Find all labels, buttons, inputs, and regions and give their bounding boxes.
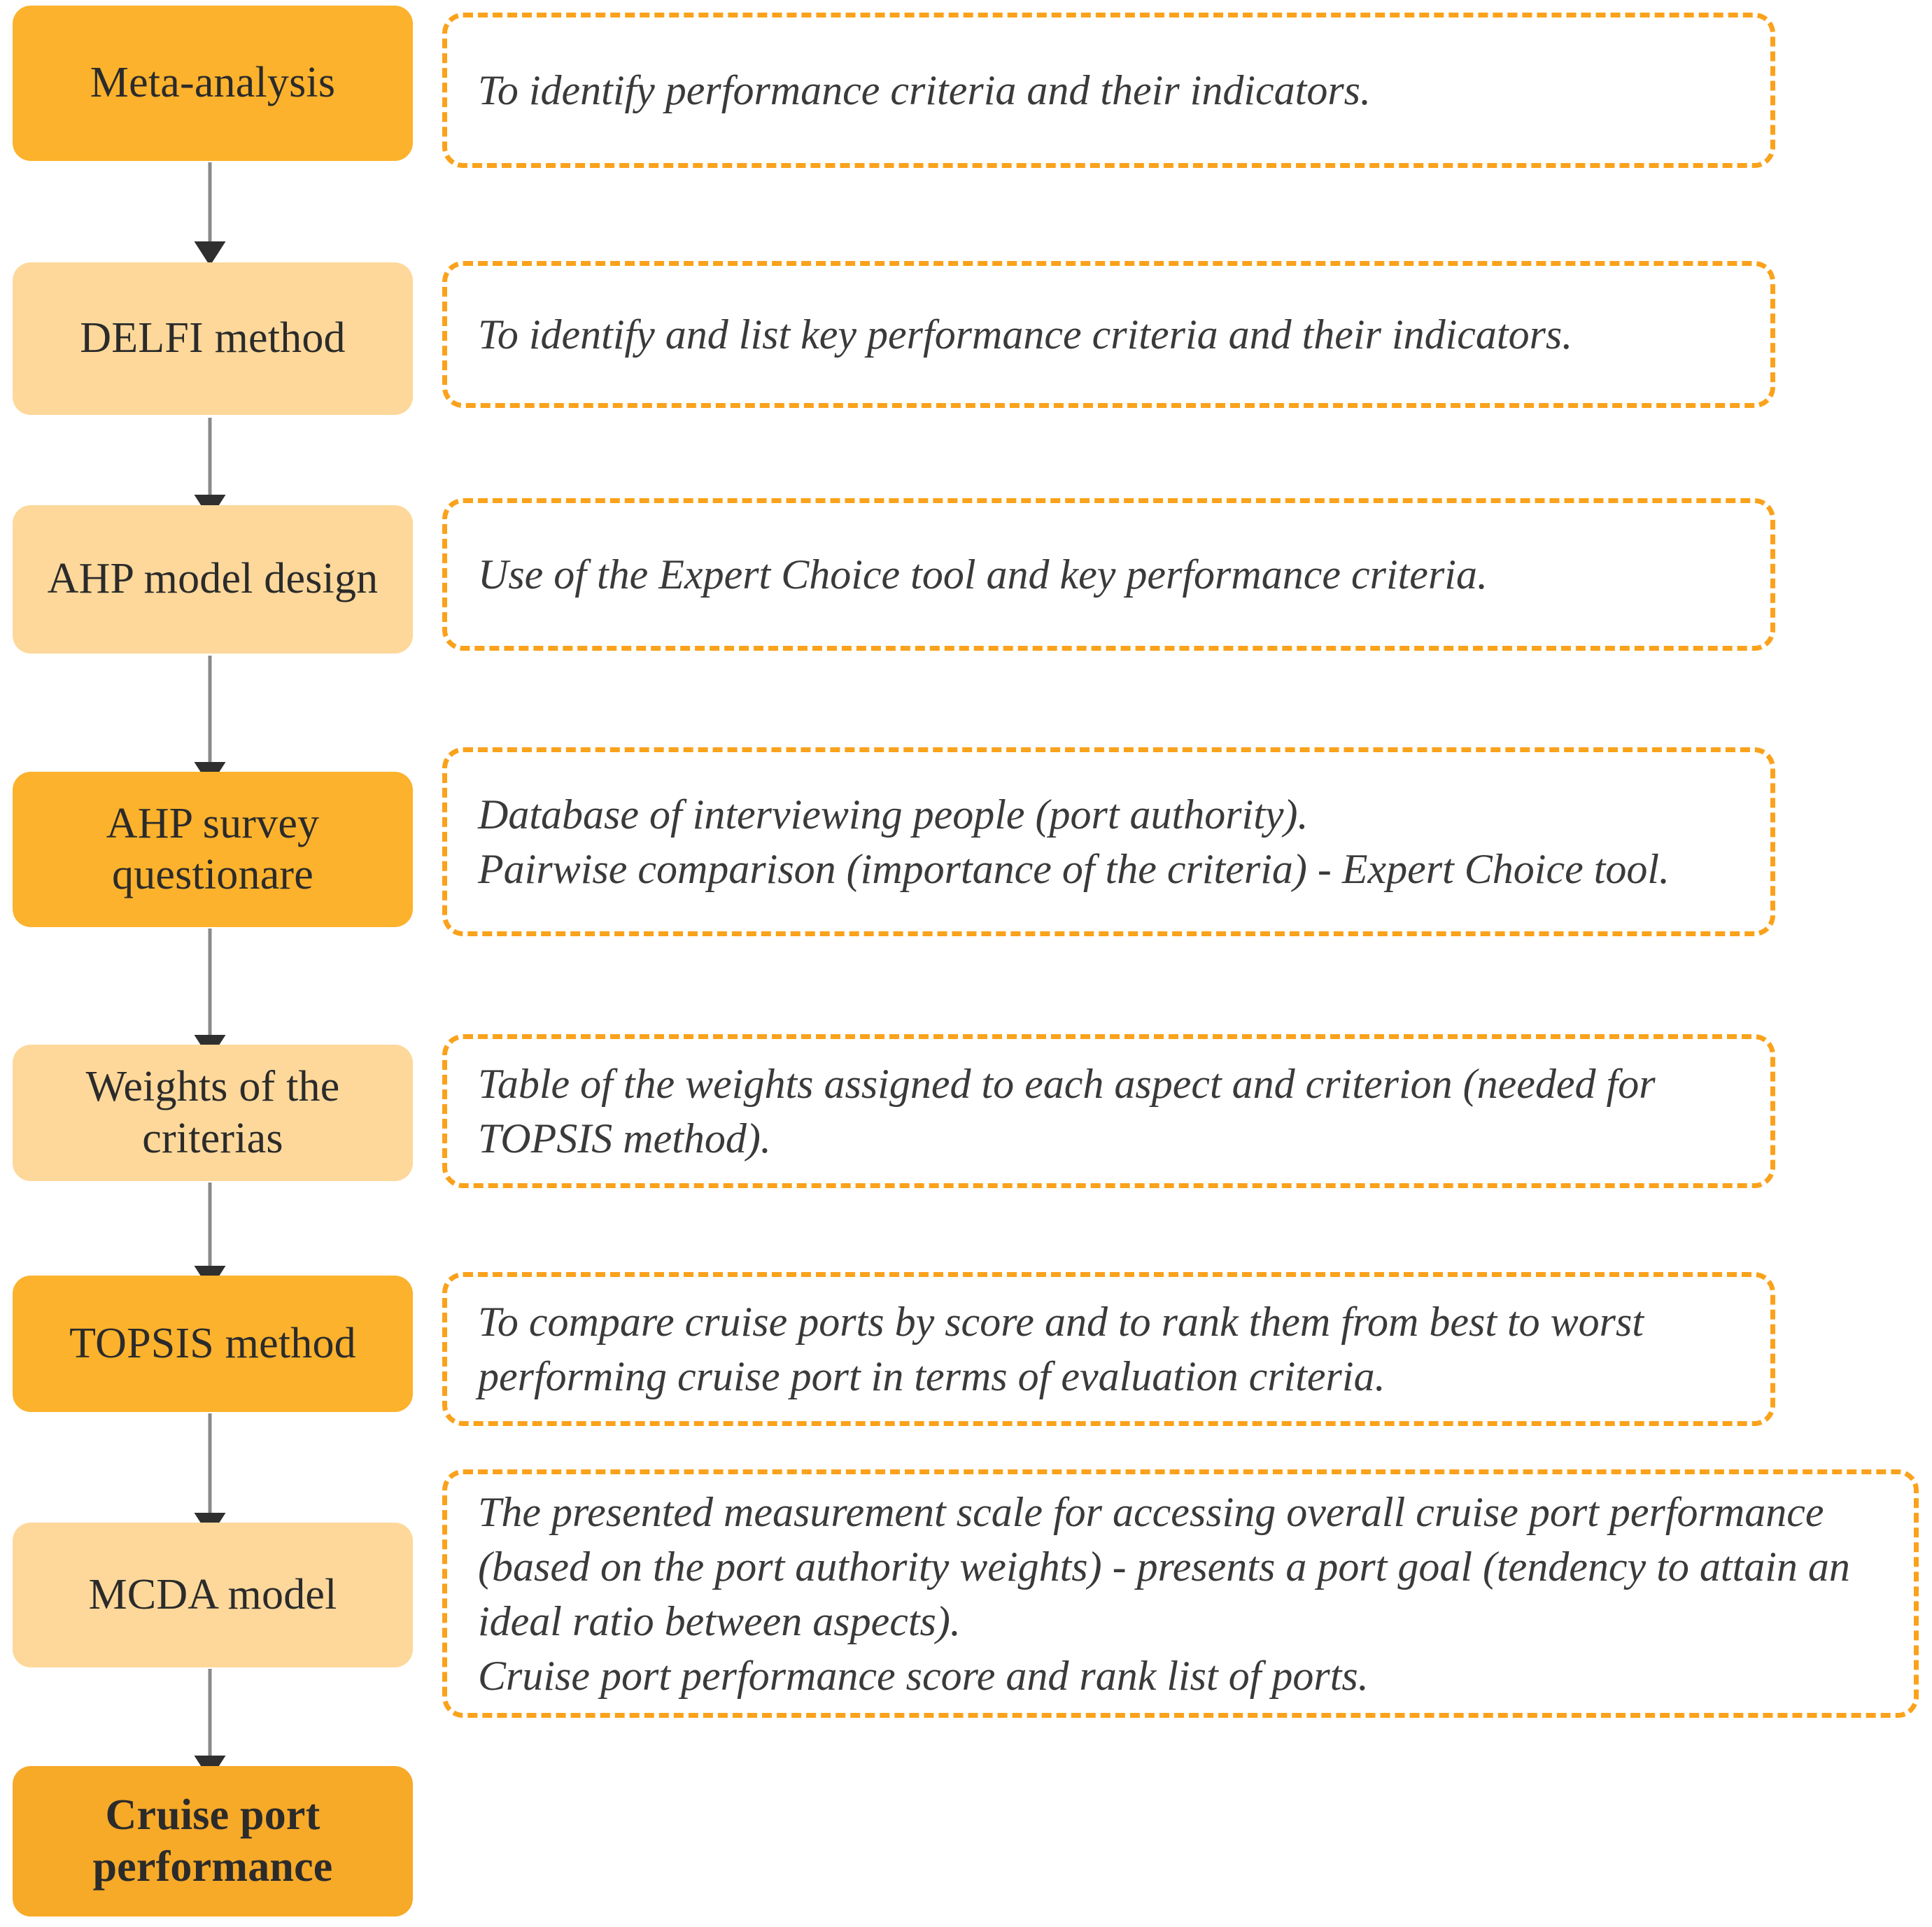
description-box-meta-analysis: To identify performance criteria and the…: [442, 13, 1775, 168]
stage-box-topsis-method[interactable]: TOPSIS method: [13, 1276, 413, 1412]
description-box-ahp-survey-questionare: Database of interviewing people (port au…: [442, 747, 1775, 936]
description-line: The presented measurement scale for acce…: [478, 1488, 1861, 1644]
description-line: Use of the Expert Choice tool and key pe…: [478, 551, 1488, 598]
description-line: Pairwise comparison (importance of the c…: [478, 846, 1670, 892]
stage-box-ahp-survey-questionare[interactable]: AHP survey questionare: [13, 772, 413, 927]
description-line: To identify and list key performance cri…: [478, 311, 1573, 358]
description-line: Cruise port performance score and rank l…: [478, 1652, 1369, 1699]
description-box-ahp-model-design: Use of the Expert Choice tool and key pe…: [442, 498, 1775, 651]
stage-box-weights-of-the-criterias[interactable]: Weights of the criterias: [13, 1045, 413, 1181]
description-box-weights-of-the-criterias: Table of the weights assigned to each as…: [442, 1034, 1775, 1188]
stage-box-ahp-model-design[interactable]: AHP model design: [13, 505, 413, 654]
stage-box-cruise-port-performance[interactable]: Cruise port performance: [13, 1766, 413, 1917]
description-line: To compare cruise ports by score and to …: [478, 1299, 1655, 1399]
description-box-topsis-method: To compare cruise ports by score and to …: [442, 1272, 1775, 1426]
description-box-delfi-method: To identify and list key performance cri…: [442, 261, 1775, 408]
stage-box-meta-analysis[interactable]: Meta-analysis: [13, 6, 413, 161]
description-line: Database of interviewing people (port au…: [478, 791, 1309, 838]
stage-box-delfi-method[interactable]: DELFI method: [13, 262, 413, 415]
description-line: To identify performance criteria and the…: [478, 67, 1372, 113]
stage-box-mcda-model[interactable]: MCDA model: [13, 1523, 413, 1667]
description-box-mcda-model: The presented measurement scale for acce…: [442, 1469, 1919, 1718]
description-line: Table of the weights assigned to each as…: [478, 1061, 1666, 1162]
